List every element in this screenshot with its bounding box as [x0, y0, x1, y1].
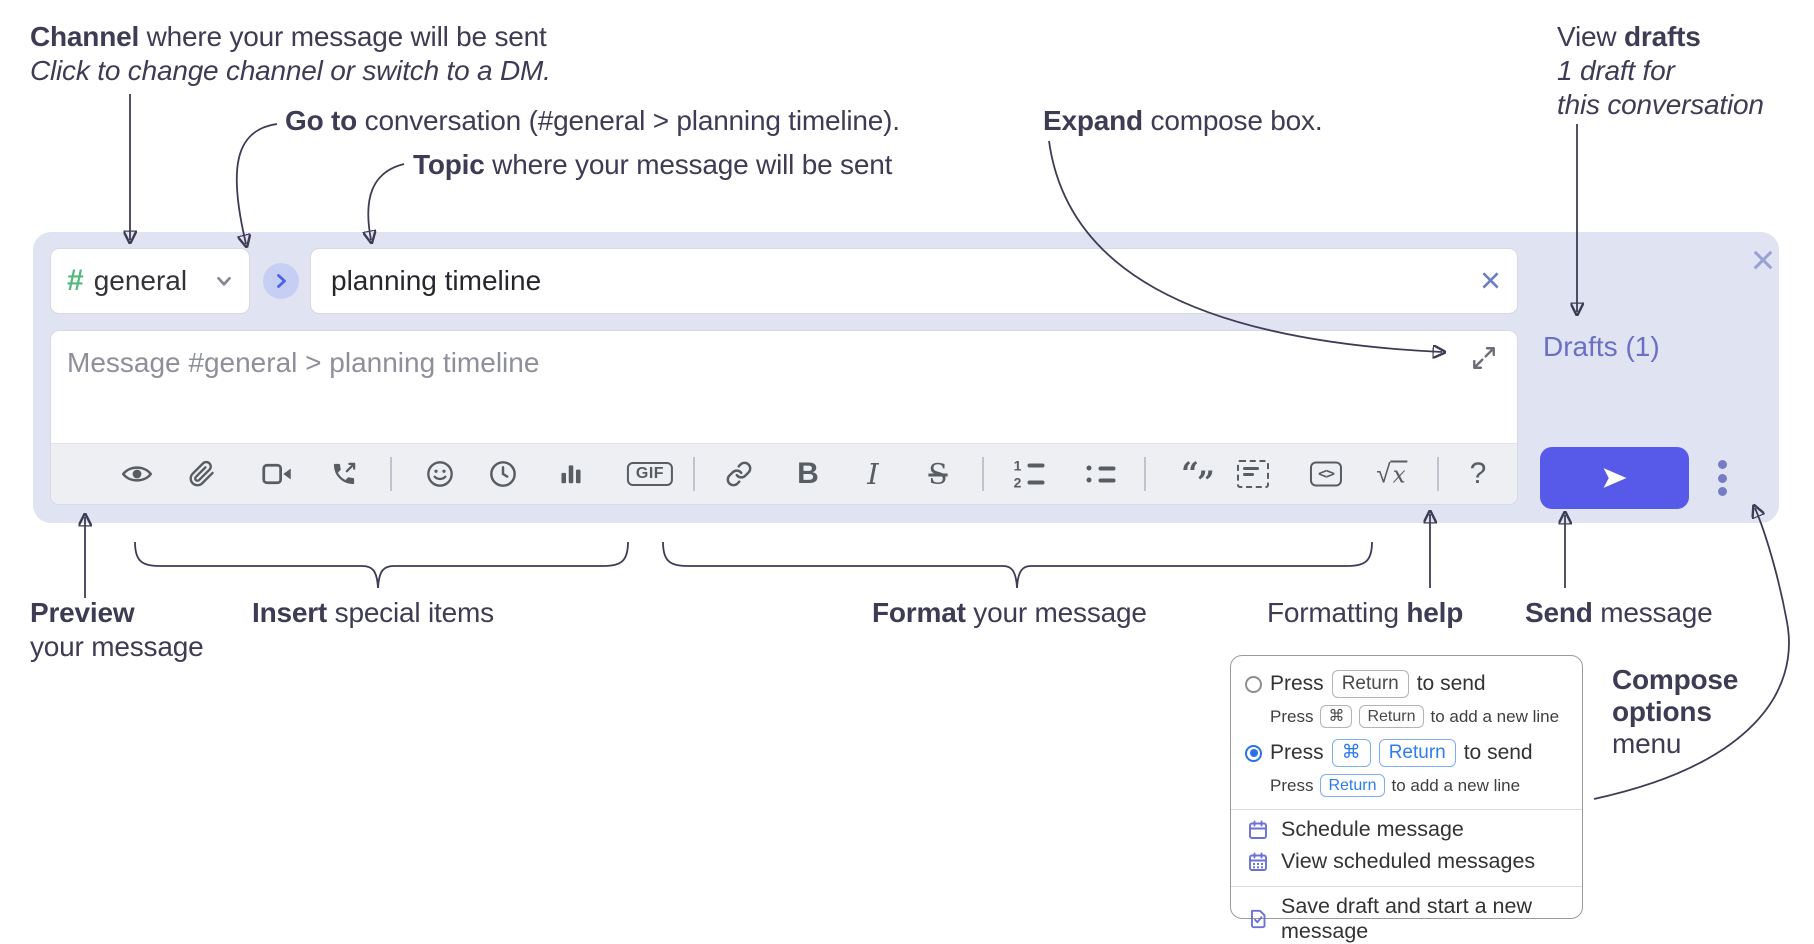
compose-toolbar: GIF B I S 1 2	[51, 443, 1517, 504]
link-icon[interactable]	[726, 461, 753, 488]
cmd-keycap: ⌘	[1331, 739, 1371, 767]
go-to-conversation-button[interactable]	[263, 263, 299, 299]
message-formatting-help-icon[interactable]: ?	[1469, 457, 1487, 490]
video-call-icon[interactable]	[262, 462, 292, 486]
radio-selected[interactable]	[1245, 744, 1262, 762]
calendar-grid-icon	[1247, 851, 1269, 873]
note-goto: Go to conversation (#general > planning …	[285, 105, 900, 136]
compose-options-menu-button[interactable]	[1718, 460, 1727, 496]
draft-document-icon	[1247, 908, 1269, 930]
message-box: GIF B I S 1 2	[50, 330, 1518, 505]
option-return-to-send[interactable]: Press Return to send	[1231, 670, 1582, 698]
bold-icon[interactable]: B	[797, 457, 819, 490]
return-keycap: Return	[1359, 705, 1424, 728]
strikethrough-icon[interactable]: S	[928, 457, 948, 491]
attach-file-icon[interactable]	[189, 460, 216, 488]
cmd-keycap: ⌘	[1320, 705, 1353, 728]
option-return-subtext: Press ⌘ Return to add a new line	[1270, 705, 1568, 728]
close-compose-icon[interactable]: ×	[1750, 236, 1776, 283]
spoiler-icon[interactable]	[1237, 460, 1269, 488]
option-cmd-return-subtext: Press Return to add a new line	[1270, 774, 1568, 797]
connector-topic	[368, 163, 405, 240]
send-button[interactable]	[1540, 447, 1689, 509]
popup-divider	[1231, 809, 1582, 810]
expand-compose-icon[interactable]	[1471, 345, 1497, 376]
toolbar-divider	[390, 457, 392, 491]
option-cmd-return-to-send[interactable]: Press ⌘ Return to send	[1231, 739, 1582, 767]
menu-item-view-scheduled-messages[interactable]: View scheduled messages	[1231, 842, 1582, 874]
note-expand: Expand compose box.	[1043, 105, 1323, 136]
topic-input[interactable]	[311, 265, 1517, 297]
note-topic: Topic where your message will be sent	[413, 149, 893, 180]
chevron-down-icon	[213, 270, 235, 292]
chevron-right-icon	[271, 271, 291, 291]
menu-item-save-draft-new-message[interactable]: Save draft and start a new message	[1231, 887, 1582, 944]
note-compose-options: Compose options menu	[1612, 664, 1739, 759]
message-input[interactable]	[51, 331, 1517, 443]
channel-name: general	[93, 265, 188, 296]
radio-unselected[interactable]	[1245, 675, 1262, 693]
note-insert: Insert special items	[252, 597, 494, 628]
toolbar-divider	[693, 457, 695, 491]
compose-options-popup: Press Return to send Press ⌘ Return to a…	[1230, 655, 1583, 943]
menu-item-schedule-message[interactable]: Schedule message	[1231, 810, 1582, 842]
topic-input-box: ×	[310, 248, 1518, 314]
note-view-drafts: View drafts 1 draft for this conversatio…	[1557, 21, 1764, 120]
return-keycap: Return	[1320, 774, 1385, 797]
drafts-link[interactable]: Drafts (1)	[1543, 331, 1660, 362]
note-preview: Preview your message	[30, 597, 204, 662]
emoji-icon[interactable]	[426, 460, 454, 488]
return-keycap: Return	[1331, 670, 1409, 698]
topic-clear-icon[interactable]: ×	[1479, 259, 1501, 301]
time-icon[interactable]	[489, 460, 517, 488]
calendar-icon	[1247, 819, 1269, 841]
brace-insert	[134, 541, 629, 589]
math-icon[interactable]: √x	[1376, 458, 1408, 489]
italic-icon[interactable]: I	[867, 457, 879, 491]
code-icon[interactable]: <>	[1309, 461, 1343, 487]
compose-box: # general ×	[33, 232, 1779, 523]
channel-selector[interactable]: # general	[50, 248, 250, 314]
preview-icon[interactable]	[122, 463, 152, 485]
toolbar-divider	[1144, 457, 1146, 491]
note-format: Format your message	[872, 597, 1147, 628]
popup-divider	[1231, 886, 1582, 887]
toolbar-divider	[982, 457, 984, 491]
send-plane-icon	[1599, 465, 1631, 491]
bulleted-list-icon[interactable]	[1083, 465, 1116, 483]
channel-hash-icon: #	[67, 264, 84, 297]
return-keycap: Return	[1378, 739, 1456, 767]
note-formatting-help: Formatting help	[1267, 597, 1464, 628]
poll-icon[interactable]	[558, 461, 584, 487]
numbered-list-icon[interactable]: 1 2	[1012, 459, 1045, 490]
note-send: Send message	[1525, 597, 1713, 628]
note-channel: Channel where your message will be sent …	[30, 21, 551, 86]
gif-icon[interactable]: GIF	[626, 462, 674, 486]
voice-call-icon[interactable]	[331, 461, 358, 488]
toolbar-divider	[1437, 457, 1439, 491]
connector-goto	[235, 123, 278, 244]
brace-format	[662, 541, 1373, 589]
